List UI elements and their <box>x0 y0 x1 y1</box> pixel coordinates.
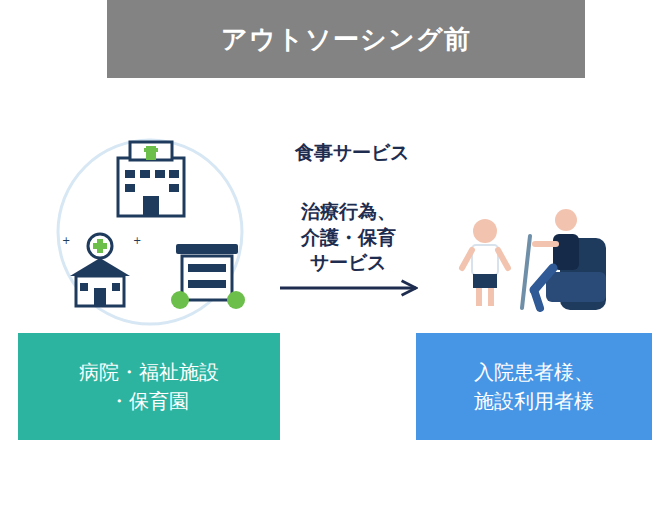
svg-text:+: + <box>133 235 141 246</box>
title-bar: アウトソーシング前 <box>107 0 585 78</box>
node-band: 病院・福祉施設 ・保育園 <box>18 333 280 440</box>
nursery-icon <box>171 244 245 309</box>
svg-text:+: + <box>62 235 70 246</box>
title-text: アウトソーシング前 <box>221 22 471 57</box>
edge-label: 治療行為、介護・保育サービス <box>298 199 398 276</box>
node-band: 入院患者様、施設利用者様 <box>416 333 652 440</box>
service-label: 食事サービス <box>295 140 409 166</box>
hospital-icon <box>118 142 184 216</box>
node-box: 病院・福祉施設 ・保育園 <box>18 130 280 440</box>
node-label: 入院患者様、施設利用者様 <box>468 358 600 416</box>
clinic-icon: ++ <box>62 234 141 306</box>
node-box: 入院患者様、施設利用者様 <box>416 200 652 440</box>
flow-arrow <box>280 287 416 290</box>
people-icon <box>462 209 606 310</box>
node-label: 病院・福祉施設 ・保育園 <box>69 358 229 416</box>
cycle-ring <box>58 140 242 324</box>
